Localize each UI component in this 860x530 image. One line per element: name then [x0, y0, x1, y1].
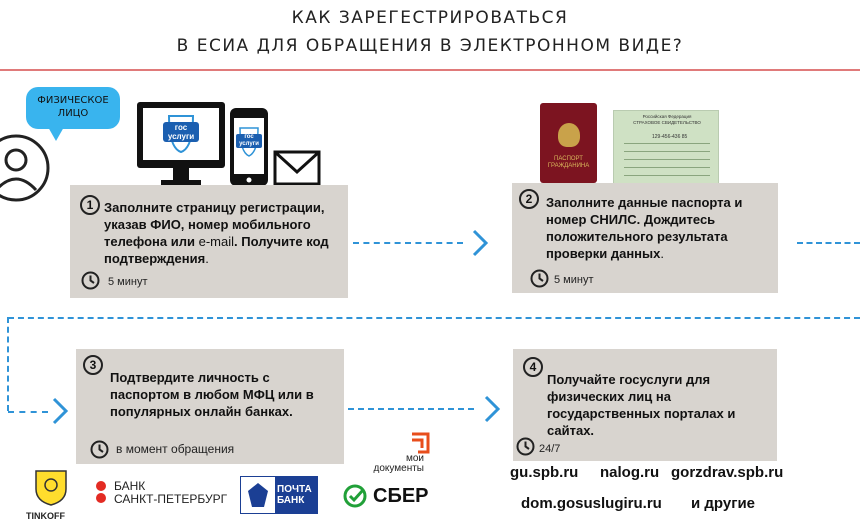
clock-icon — [90, 440, 109, 459]
eagle-icon — [248, 483, 268, 507]
site-link-nalog[interactable]: nalog.ru — [600, 464, 660, 481]
connector-left-down — [7, 317, 9, 411]
step-time-1: 5 минут — [108, 276, 148, 288]
site-link-gu-spb[interactable]: gu.spb.ru — [510, 464, 579, 481]
step-number-1: 1 — [80, 195, 100, 215]
envelope-icon — [273, 150, 321, 186]
page-title-line1: КАК ЗАРЕГЕСТРИРОВАТЬСЯ — [291, 8, 569, 28]
sber-logo-icon — [343, 484, 367, 508]
individual-speech-bubble: ФИЗИЧЕСКОЕ ЛИЦО — [26, 87, 120, 141]
clock-icon — [530, 269, 549, 288]
connector-2-out — [797, 242, 860, 244]
snils-country: Российская Федерация — [642, 114, 692, 119]
devices-illustration — [137, 102, 321, 186]
step-time-4: 24/7 — [539, 443, 561, 455]
moi-dokumenty-logo-icon — [412, 432, 430, 454]
step-time-3: в момент обращения — [116, 442, 235, 456]
step-card-1: 1 Заполните страницу регистрации, указав… — [70, 185, 348, 298]
connector-3-4 — [348, 408, 474, 410]
chevron-right-icon — [472, 229, 489, 257]
step-number-3: 3 — [83, 355, 103, 375]
step-text-2: Заполните данные паспорта и номер СНИЛС.… — [546, 195, 743, 261]
connector-1-2 — [353, 242, 463, 244]
step-text-1: Заполните страницу регистрации, указав Ф… — [104, 200, 329, 266]
coat-of-arms-icon — [558, 123, 580, 147]
sber-label: СБЕР — [373, 485, 429, 507]
bubble-line1: ФИЗИЧЕСКОЕ — [37, 95, 109, 106]
step-number-2: 2 — [519, 189, 539, 209]
step-text-3: Подтвердите личность с паспортом в любом… — [110, 370, 314, 419]
step-number-4: 4 — [523, 357, 543, 377]
person-icon — [0, 134, 50, 202]
connector-row-wrap — [8, 317, 860, 319]
passport-label: ПАСПОРТ — [554, 156, 583, 162]
step-text-4: Получайте госуслуги для физических лиц н… — [547, 372, 736, 438]
passport-sublabel: ГРАЖДАНИНА — [547, 163, 590, 169]
site-link-gorzdrav[interactable]: gorzdrav.spb.ru — [671, 464, 784, 481]
step-card-2: 2 Заполните данные паспорта и номер СНИЛ… — [512, 183, 778, 293]
tinkoff-logo-icon — [35, 470, 67, 506]
snils-number: 129-456-436 85 — [652, 134, 688, 140]
tinkoff-label: TINKOFF — [26, 511, 65, 521]
chevron-right-icon — [484, 395, 501, 423]
step-card-4: 4 Получайте госуслуги для физических лиц… — [513, 349, 777, 461]
step-time-2: 5 минут — [554, 274, 594, 286]
chevron-right-icon — [52, 397, 69, 425]
monitor-icon — [137, 102, 225, 186]
clock-icon — [516, 437, 535, 456]
step-card-3: 3 Подтвердите личность с паспортом в люб… — [76, 349, 344, 464]
bspb-logo-icon — [96, 481, 106, 503]
site-link-dom-gosuslugi[interactable]: dom.gosuslugiru.ru — [521, 495, 662, 512]
title-divider — [0, 69, 860, 71]
snils-card-image: Российская Федерация СТРАХОВОЕ СВИДЕТЕЛЬ… — [613, 110, 719, 185]
clock-icon — [81, 271, 100, 290]
snils-title: СТРАХОВОЕ СВИДЕТЕЛЬСТВО — [633, 120, 701, 125]
phone-icon — [230, 108, 268, 186]
sites-and-others: и другие — [691, 495, 756, 512]
connector-into-3 — [8, 411, 48, 413]
bubble-line2: ЛИЦО — [57, 108, 89, 119]
page-title-line2: В ЕСИА ДЛЯ ОБРАЩЕНИЯ В ЭЛЕКТРОННОМ ВИДЕ? — [176, 36, 684, 56]
passport-image: ПАСПОРТ ГРАЖДАНИНА — [540, 103, 597, 183]
